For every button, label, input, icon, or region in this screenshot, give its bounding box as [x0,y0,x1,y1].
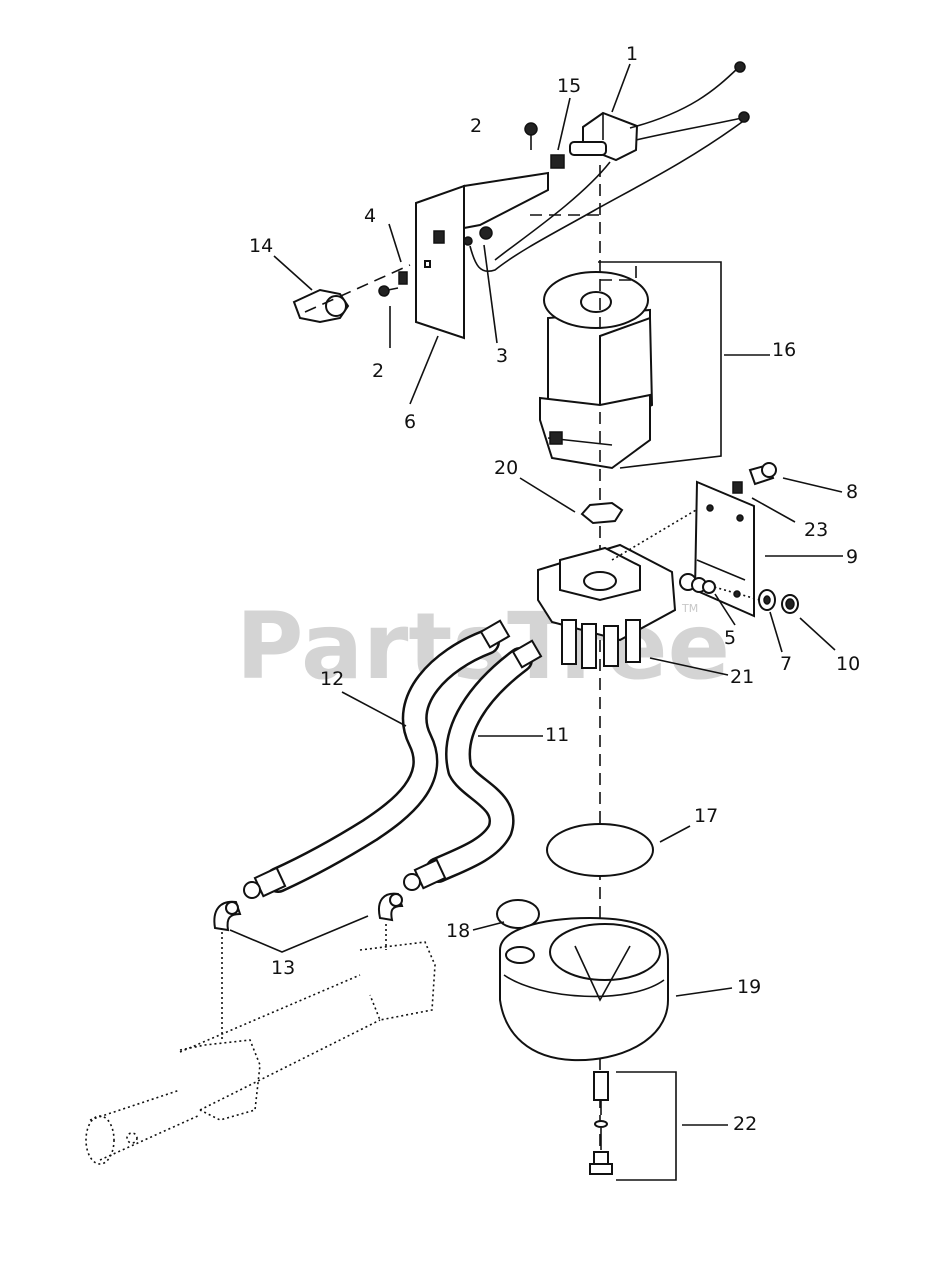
callout-18: 18 [446,920,470,942]
part-13-elbow-left[interactable] [213,900,242,932]
hydraulic-cylinder-outline [85,924,436,1165]
callout-22: 22 [733,1113,757,1135]
part-2-screw-top[interactable] [524,122,538,150]
part-23-washer[interactable] [732,481,743,494]
part-21-valve-block[interactable] [537,509,761,669]
callout-leaders [229,63,843,1181]
callout-7: 7 [780,653,792,675]
callout-14: 14 [249,235,273,257]
callout-15: 15 [557,75,581,97]
part-10-nut[interactable] [781,594,799,614]
callout-23: 23 [804,519,828,541]
part-1-switch[interactable] [494,61,750,261]
part-15-nut[interactable] [550,154,565,169]
part-8-bolt[interactable] [748,462,777,486]
callout-11: 11 [545,724,569,746]
axis-knob-line [304,264,411,313]
callout-19: 19 [737,976,761,998]
part-4-washer[interactable] [398,271,408,285]
part-16-motor[interactable] [539,271,654,470]
callout-labels: 1 15 2 4 14 2 3 6 16 20 8 23 9 5 7 10 21… [249,43,860,1135]
part-2-screw-left[interactable] [378,285,399,297]
callout-6: 6 [404,411,416,433]
part-7-washer[interactable] [758,589,776,611]
callout-9: 9 [846,546,858,568]
callout-20: 20 [494,457,518,479]
callout-16: 16 [772,339,796,361]
part-22-drain-assembly[interactable] [589,1071,613,1175]
callout-2-left: 2 [372,360,384,382]
part-20-seal[interactable] [580,501,624,525]
watermark-trademark: TM [681,602,698,615]
part-17-gasket[interactable] [546,823,654,877]
callout-21: 21 [730,666,754,688]
callout-4: 4 [364,205,376,227]
callout-2-top: 2 [470,115,482,137]
part-12-hose[interactable] [243,619,511,899]
part-6-bracket[interactable] [415,121,743,340]
part-5-fitting[interactable] [679,573,716,594]
axis-branch-2 [600,262,637,281]
callout-1: 1 [626,43,638,65]
callout-10: 10 [836,653,860,675]
callout-3: 3 [496,345,508,367]
part-11-hose[interactable] [403,639,543,891]
callout-17: 17 [694,805,718,827]
callout-13: 13 [271,957,295,979]
part-14-knob[interactable] [292,288,350,324]
part-18-cap[interactable] [496,899,540,929]
part-19-reservoir[interactable] [499,916,669,1062]
callout-8: 8 [846,481,858,503]
callout-5: 5 [724,627,736,649]
part-13-elbow-right[interactable] [378,892,404,922]
callout-12: 12 [320,668,344,690]
